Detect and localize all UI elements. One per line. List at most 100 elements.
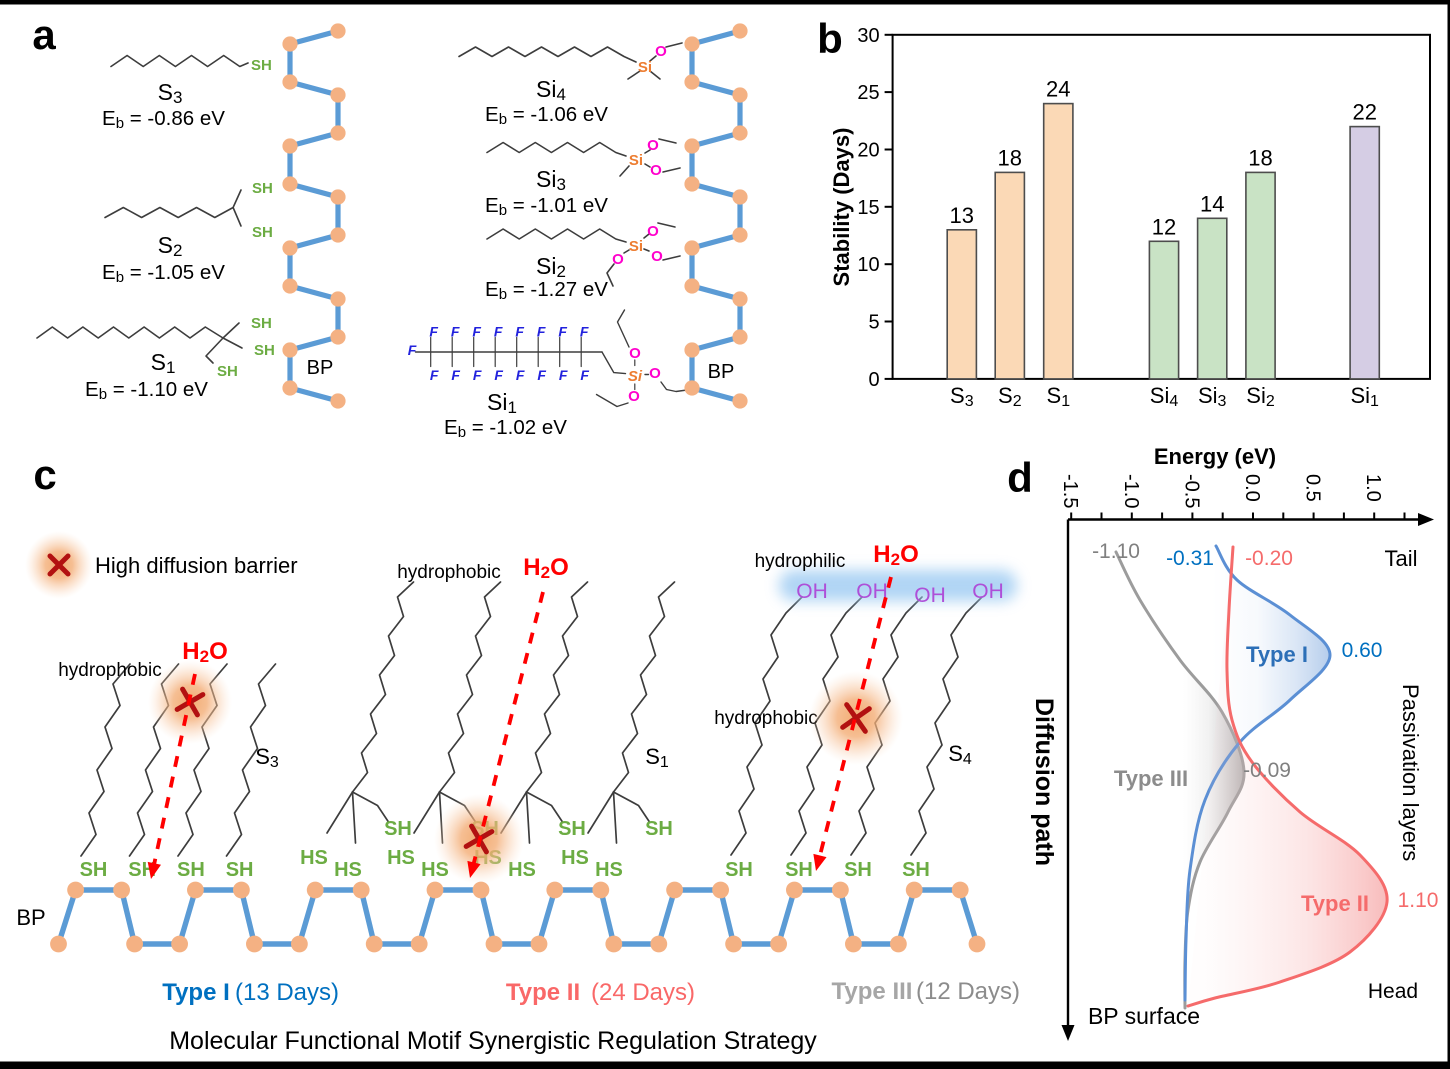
svg-text:SH: SH xyxy=(217,363,238,380)
svg-text:-1.0: -1.0 xyxy=(1120,474,1142,508)
svg-text:O: O xyxy=(649,365,661,382)
svg-text:(13 Days): (13 Days) xyxy=(235,979,339,1006)
svg-text:BP: BP xyxy=(708,361,735,383)
svg-text:SH: SH xyxy=(384,818,412,840)
svg-text:SH: SH xyxy=(902,859,930,881)
svg-text:25: 25 xyxy=(857,82,879,104)
svg-text:SH: SH xyxy=(645,818,673,840)
svg-text:Head: Head xyxy=(1368,980,1418,1003)
svg-text:-0.31: -0.31 xyxy=(1166,547,1214,570)
svg-text:18: 18 xyxy=(1248,145,1272,170)
svg-text:Tail: Tail xyxy=(1384,546,1417,571)
svg-text:OH: OH xyxy=(796,580,828,603)
svg-text:F: F xyxy=(408,342,417,358)
svg-text:O: O xyxy=(651,248,663,265)
svg-text:30: 30 xyxy=(857,25,879,47)
svg-text:O: O xyxy=(647,137,659,154)
svg-text:-0.5: -0.5 xyxy=(1180,474,1202,508)
svg-text:Type II: Type II xyxy=(506,979,580,1006)
svg-text:Type III: Type III xyxy=(1114,766,1188,791)
svg-text:-1.5: -1.5 xyxy=(1059,474,1081,508)
svg-text:1.10: 1.10 xyxy=(1398,889,1439,912)
svg-text:SH: SH xyxy=(254,342,275,359)
svg-text:SH: SH xyxy=(558,818,586,840)
svg-text:F: F xyxy=(494,324,503,340)
svg-text:Diffusion path: Diffusion path xyxy=(1030,698,1058,866)
svg-text:F: F xyxy=(537,324,546,340)
svg-text:BP surface: BP surface xyxy=(1088,1003,1200,1029)
svg-text:Type I: Type I xyxy=(1246,642,1308,667)
svg-text:10: 10 xyxy=(857,254,879,276)
svg-text:F: F xyxy=(516,367,525,383)
svg-text:SH: SH xyxy=(725,859,753,881)
svg-text:0.60: 0.60 xyxy=(1342,639,1383,662)
svg-text:SH: SH xyxy=(251,315,272,332)
svg-text:15: 15 xyxy=(857,197,879,219)
svg-text:-0.20: -0.20 xyxy=(1245,547,1293,570)
svg-text:0: 0 xyxy=(868,369,879,391)
svg-text:F: F xyxy=(451,367,460,383)
svg-text:Type I: Type I xyxy=(162,979,230,1006)
svg-text:F: F xyxy=(451,324,460,340)
svg-text:HS: HS xyxy=(387,847,415,869)
svg-text:HS: HS xyxy=(561,847,589,869)
svg-text:18: 18 xyxy=(998,145,1022,170)
svg-text:13: 13 xyxy=(950,203,974,228)
svg-text:SH: SH xyxy=(80,859,108,881)
svg-text:24: 24 xyxy=(1046,77,1070,102)
svg-text:-1.10: -1.10 xyxy=(1092,540,1140,563)
svg-text:OH: OH xyxy=(856,580,888,603)
svg-text:Si: Si xyxy=(628,368,643,385)
svg-text:d: d xyxy=(1007,454,1033,501)
svg-text:HS: HS xyxy=(595,859,623,881)
svg-text:F: F xyxy=(515,324,524,340)
svg-text:14: 14 xyxy=(1200,191,1224,216)
svg-text:O: O xyxy=(628,388,640,405)
svg-text:O: O xyxy=(647,223,659,240)
svg-text:SH: SH xyxy=(251,57,272,74)
svg-text:Passivation layers: Passivation layers xyxy=(1398,684,1423,861)
svg-text:High diffusion barrier: High diffusion barrier xyxy=(95,553,298,578)
svg-text:F: F xyxy=(580,367,589,383)
svg-text:hydrophilic: hydrophilic xyxy=(755,551,846,572)
svg-text:(12 Days): (12 Days) xyxy=(916,978,1020,1005)
svg-text:12: 12 xyxy=(1152,214,1176,239)
svg-text:O: O xyxy=(629,345,641,362)
svg-text:Type II: Type II xyxy=(1301,891,1369,916)
svg-text:F: F xyxy=(472,324,481,340)
svg-text:(24 Days): (24 Days) xyxy=(591,979,695,1006)
svg-text:SH: SH xyxy=(785,859,813,881)
svg-text:Energy (eV): Energy (eV) xyxy=(1154,444,1276,469)
svg-text:5: 5 xyxy=(868,312,879,334)
svg-text:F: F xyxy=(537,367,546,383)
svg-text:c: c xyxy=(33,451,56,498)
svg-text:BP: BP xyxy=(307,357,334,379)
svg-text:O: O xyxy=(612,251,624,268)
svg-text:Si: Si xyxy=(638,59,652,76)
svg-text:b: b xyxy=(817,15,843,62)
svg-text:SH: SH xyxy=(177,859,205,881)
svg-text:Molecular Functional Motif Syn: Molecular Functional Motif Synergistic R… xyxy=(169,1027,817,1055)
svg-text:hydrophobic: hydrophobic xyxy=(714,708,818,729)
svg-text:SH: SH xyxy=(252,224,273,241)
svg-text:HS: HS xyxy=(334,859,362,881)
svg-text:F: F xyxy=(494,367,503,383)
svg-text:HS: HS xyxy=(300,847,328,869)
svg-text:-0.09: -0.09 xyxy=(1243,759,1291,782)
svg-text:SH: SH xyxy=(252,180,273,197)
svg-text:F: F xyxy=(559,367,568,383)
svg-text:hydrophobic: hydrophobic xyxy=(397,562,501,583)
svg-text:O: O xyxy=(650,162,662,179)
svg-text:22: 22 xyxy=(1352,100,1376,125)
svg-text:OH: OH xyxy=(914,584,946,607)
svg-text:Type III: Type III xyxy=(832,978,913,1005)
svg-text:SH: SH xyxy=(226,859,254,881)
svg-text:hydrophobic: hydrophobic xyxy=(58,660,162,681)
svg-text:O: O xyxy=(655,43,667,60)
svg-text:F: F xyxy=(473,367,482,383)
svg-text:20: 20 xyxy=(857,140,879,162)
svg-text:BP: BP xyxy=(16,905,45,930)
svg-text:Stability (Days): Stability (Days) xyxy=(829,128,854,287)
svg-text:F: F xyxy=(429,324,438,340)
svg-text:0.0: 0.0 xyxy=(1241,474,1263,502)
